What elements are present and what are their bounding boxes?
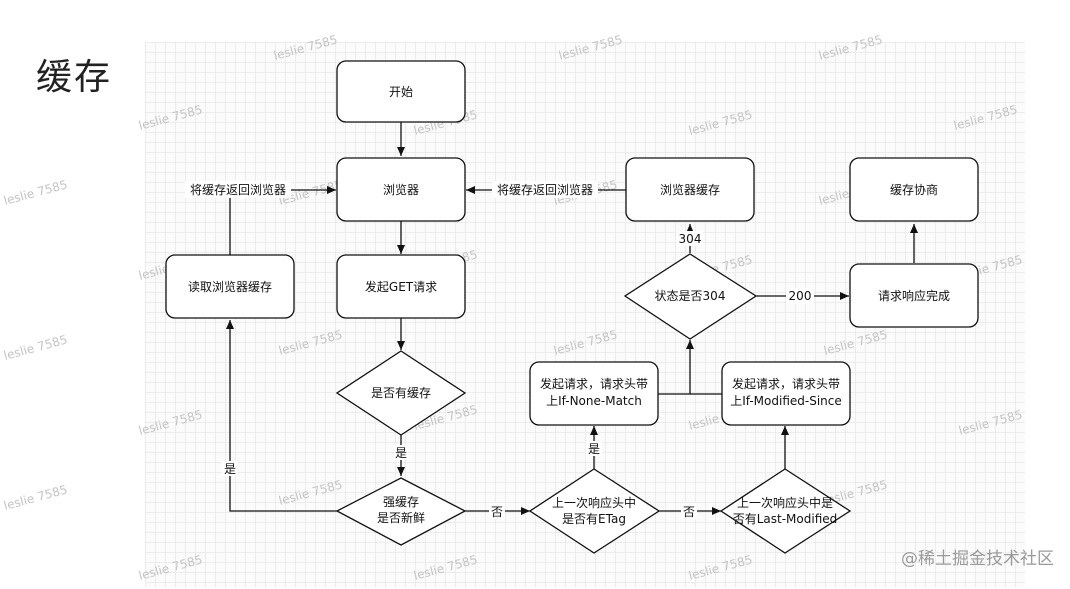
label-bg	[489, 503, 505, 519]
page-title: 缓存	[36, 57, 113, 98]
watermark: leslie 7585	[2, 482, 69, 512]
node-req-etag	[529, 361, 659, 426]
node-lastmod-check-label-1: 上一次响应头中是	[737, 495, 833, 510]
watermark: leslie 7585	[687, 107, 754, 137]
watermark: leslie 7585	[557, 32, 624, 62]
node-start-label: 开始	[389, 85, 413, 99]
source-credit: @稀土掘金技术社区	[901, 549, 1054, 569]
node-etag-check	[528, 468, 661, 554]
edge-label-yes-fresh: 是	[224, 462, 236, 476]
node-cache-negotiation	[849, 157, 979, 222]
node-req-etag-label-2: 上If-None-Match	[546, 394, 642, 408]
node-start	[336, 60, 466, 123]
edge-label-304: 304	[679, 232, 702, 246]
node-read-cache	[165, 254, 295, 319]
edge-labels: 将缓存返回浏览器 将缓存返回浏览器 是 是 否 是 否 304 200	[185, 181, 814, 519]
watermark: leslie 7585	[687, 552, 754, 582]
node-req-lastmod	[721, 361, 851, 426]
node-browser	[336, 157, 466, 222]
node-has-cache-label: 是否有缓存	[371, 386, 431, 400]
node-etag-check-label-2: 是否有ETag	[562, 512, 626, 526]
node-cache-negotiation-label: 缓存协商	[890, 182, 938, 197]
watermark: leslie 7585	[277, 477, 344, 507]
node-lastmod-check-label-2: 否有Last-Modified	[733, 512, 838, 526]
watermark: leslie 7585	[822, 327, 889, 357]
node-has-cache	[335, 350, 467, 436]
label-bg	[586, 441, 602, 456]
edge-label-no-fresh: 否	[491, 505, 503, 519]
node-send-get	[336, 254, 466, 319]
node-strong-cache-label-2: 是否新鲜	[377, 510, 425, 525]
node-shapes	[165, 60, 979, 554]
label-bg	[185, 181, 291, 198]
watermark: leslie 7585	[277, 327, 344, 357]
edge-label-yes-has-cache: 是	[395, 446, 407, 460]
edge-label-return-left: 将缓存返回浏览器	[190, 182, 286, 197]
node-req-done-label: 请求响应完成	[878, 288, 950, 303]
node-labels: 开始 浏览器 发起GET请求 是否有缓存 强缓存 是否新鲜 读取浏览器缓存 上一…	[188, 85, 950, 526]
watermark: leslie 7585	[552, 327, 619, 357]
node-etag-check-label-1: 上一次响应头中	[552, 495, 636, 510]
edge-label-no-etag: 否	[683, 505, 695, 519]
node-browser-cache	[625, 157, 755, 222]
node-req-etag-label-1: 发起请求，请求头带	[540, 376, 648, 391]
node-read-cache-label: 读取浏览器缓存	[188, 279, 272, 294]
node-lastmod-check	[719, 468, 852, 554]
node-status-304-label: 状态是否304	[655, 289, 726, 303]
watermark: leslie 7585	[2, 332, 69, 362]
edge-label-yes-etag: 是	[588, 442, 600, 456]
label-bg	[677, 231, 703, 246]
label-bg	[492, 181, 598, 198]
watermark: leslie 7585	[957, 407, 1024, 437]
watermark: leslie 7585	[137, 552, 204, 582]
watermark: leslie 7585	[412, 552, 479, 582]
node-req-lastmod-label-2: 上If-Modified-Since	[730, 394, 842, 408]
watermark: leslie 7585	[137, 102, 204, 132]
node-req-done	[849, 263, 979, 328]
edge-strong-read	[226, 320, 337, 512]
node-strong-cache	[335, 477, 467, 546]
edge-label-return-right: 将缓存返回浏览器	[497, 182, 593, 197]
label-bg	[222, 461, 238, 476]
label-bg	[681, 503, 697, 519]
label-bg	[786, 288, 814, 304]
label-bg	[394, 445, 408, 460]
node-req-lastmod-label-1: 发起请求，请求头带	[732, 376, 840, 391]
watermark: leslie 7585	[137, 407, 204, 437]
node-status-304	[623, 253, 758, 340]
node-browser-label: 浏览器	[383, 182, 419, 197]
watermark: leslie 7585	[272, 32, 339, 62]
node-send-get-label: 发起GET请求	[365, 279, 437, 294]
watermark: leslie 7585	[2, 177, 69, 207]
edge-label-200: 200	[789, 289, 812, 303]
watermark: leslie 7585	[952, 102, 1019, 132]
node-browser-cache-label: 浏览器缓存	[660, 182, 720, 197]
watermark: leslie 7585	[817, 32, 884, 62]
node-strong-cache-label-1: 强缓存	[383, 495, 419, 509]
